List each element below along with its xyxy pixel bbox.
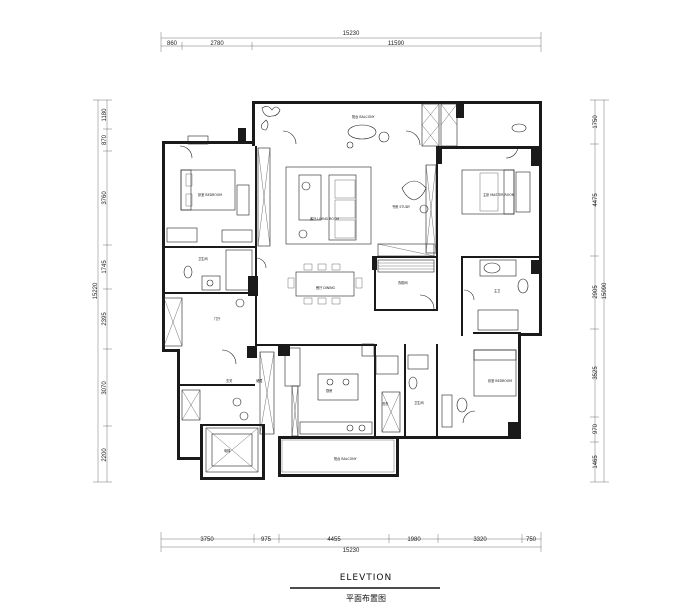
room-label-foyer: 门厅 bbox=[214, 316, 221, 321]
right-dim-4: 3525 bbox=[593, 366, 599, 380]
room-label-balcony-south: 阳台 BALCONY bbox=[334, 456, 357, 461]
room-label-entry: 玄关 bbox=[226, 378, 233, 383]
left-dim-7: 2200 bbox=[102, 448, 108, 462]
bottom-dim-4: 1980 bbox=[407, 537, 421, 543]
interior-walls bbox=[162, 146, 541, 436]
caption-english: ELEVTION bbox=[340, 573, 393, 583]
outer-walls bbox=[162, 101, 542, 480]
furniture bbox=[163, 103, 531, 473]
top-dim-3: 11590 bbox=[388, 41, 405, 47]
bottom-total-dim: 15230 bbox=[343, 548, 360, 554]
bottom-dim-2: 975 bbox=[261, 537, 272, 543]
room-label-bath-south: 卫生间 bbox=[414, 400, 424, 405]
right-dim-5: 970 bbox=[593, 423, 599, 434]
room-label-master-bedroom: 主卧 MASTER ROOM bbox=[483, 192, 515, 197]
room-label-kitchen: 厨房 bbox=[326, 388, 332, 393]
left-dim-6: 3070 bbox=[102, 381, 108, 395]
top-total-dim: 15230 bbox=[343, 31, 360, 37]
bottom-dim-3: 4455 bbox=[327, 537, 341, 543]
right-dim-1: 1750 bbox=[593, 115, 599, 129]
left-dimension-chain: 15220 1180 870 3760 1745 2395 3070 2200 bbox=[93, 99, 112, 483]
drawing-caption: ELEVTION 平面布置图 bbox=[290, 573, 440, 603]
right-dim-2: 4475 bbox=[593, 193, 599, 207]
right-dimension-chain: 1750 4475 2905 3525 970 1465 15090 bbox=[590, 99, 609, 483]
left-dim-3: 3760 bbox=[102, 191, 108, 205]
right-dim-6: 1465 bbox=[593, 455, 599, 469]
bottom-dimension-chain: 3750 975 4455 1980 3320 750 15230 bbox=[160, 532, 542, 554]
left-dim-5: 2395 bbox=[102, 312, 108, 326]
room-label-study: 书房 STUDY bbox=[392, 204, 410, 209]
room-label-cloak: 衣帽间 bbox=[398, 280, 408, 285]
top-dim-2: 2780 bbox=[210, 41, 224, 47]
bottom-dim-5: 3320 bbox=[473, 537, 487, 543]
left-total-dim: 15220 bbox=[93, 282, 99, 299]
right-dim-3: 2905 bbox=[593, 285, 599, 299]
caption-chinese: 平面布置图 bbox=[346, 593, 386, 603]
room-label-balcony-north: 阳台 BALCONY bbox=[352, 114, 375, 119]
room-label-storage: 储藏 bbox=[256, 378, 263, 383]
room-label-dining: 餐厅 DINING bbox=[316, 285, 335, 290]
room-label-bedroom-west: 卧室 BEDROOM bbox=[198, 192, 222, 197]
left-dim-4: 1745 bbox=[102, 260, 108, 274]
room-label-living: 客厅 LIVING ROOM bbox=[310, 216, 339, 221]
right-total-dim: 15090 bbox=[602, 282, 608, 299]
room-label-elevator: 电梯 bbox=[224, 448, 231, 453]
room-label-laundry: 洗衣 bbox=[382, 401, 389, 406]
left-dim-1: 1180 bbox=[102, 108, 108, 122]
bottom-dim-1: 3750 bbox=[200, 537, 214, 543]
room-labels: 阳台 BALCONY 卧室 BEDROOM 客厅 LIVING ROOM 书房 … bbox=[198, 114, 515, 461]
top-dimension-chain: 15230 860 2780 11590 bbox=[160, 31, 542, 52]
room-label-master-bath: 主卫 bbox=[494, 288, 501, 293]
room-label-bath-west: 卫生间 bbox=[198, 256, 208, 261]
top-dim-1: 860 bbox=[167, 41, 178, 47]
left-dim-2: 870 bbox=[102, 134, 108, 145]
room-label-bedroom-south: 卧室 BEDROOM bbox=[488, 378, 512, 383]
bottom-dim-6: 750 bbox=[526, 537, 537, 543]
